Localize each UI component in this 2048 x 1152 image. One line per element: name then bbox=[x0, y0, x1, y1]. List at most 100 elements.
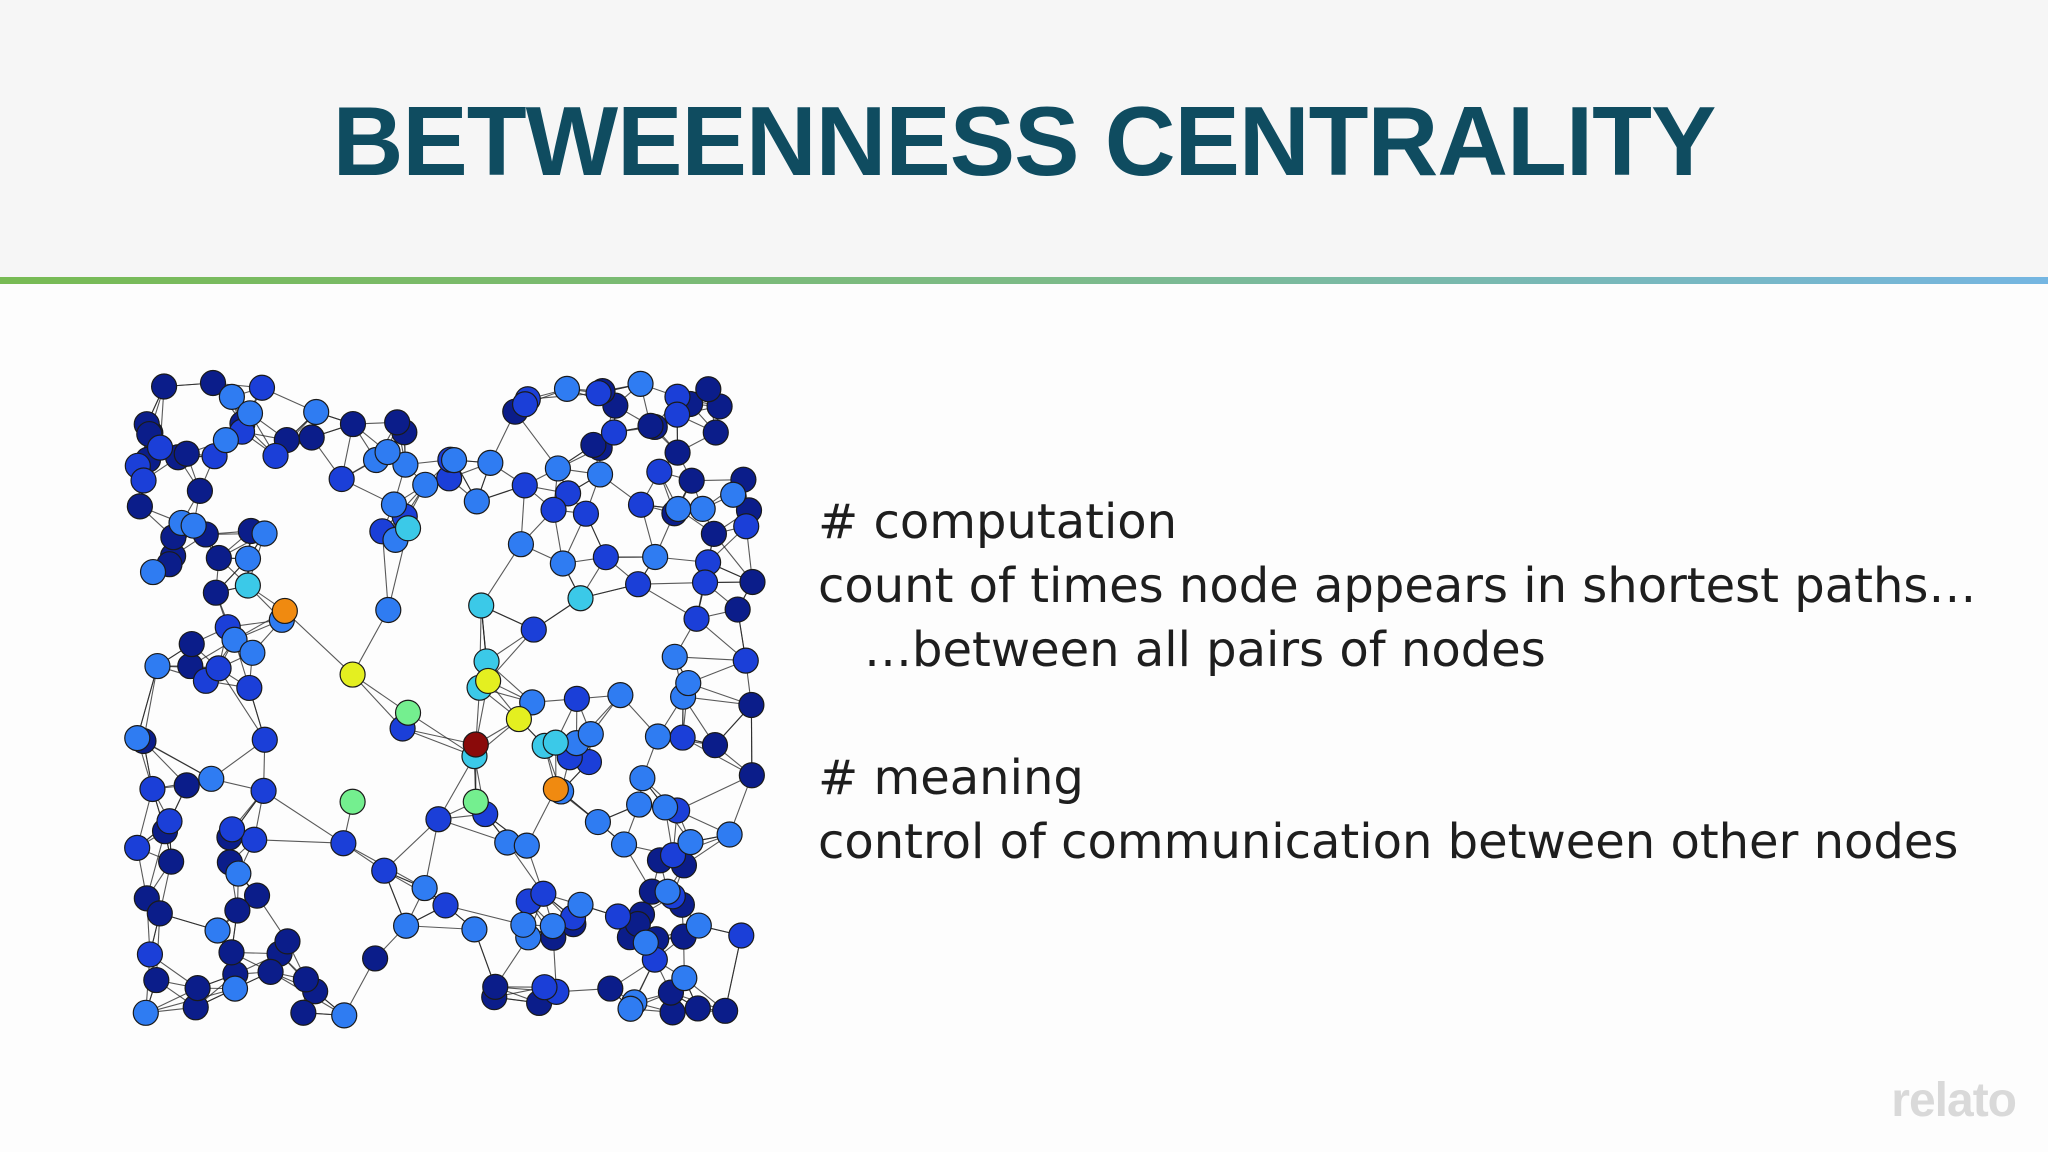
graph-node bbox=[462, 788, 489, 815]
graph-node bbox=[218, 816, 246, 843]
graph-node bbox=[202, 579, 229, 606]
graph-node bbox=[463, 488, 490, 515]
graph-node bbox=[642, 543, 669, 571]
graph-node bbox=[592, 544, 619, 571]
graph-node bbox=[627, 491, 655, 518]
graph-edge bbox=[407, 712, 475, 757]
graph-node bbox=[665, 495, 692, 523]
graph-node bbox=[173, 440, 200, 467]
graph-edge bbox=[263, 790, 344, 844]
graph-node bbox=[339, 410, 367, 438]
graph-edge bbox=[284, 610, 353, 675]
graph-node bbox=[248, 374, 276, 401]
graph-node bbox=[732, 647, 759, 674]
graph-node bbox=[728, 922, 755, 949]
graph-node bbox=[637, 412, 664, 439]
graph-node bbox=[700, 520, 728, 547]
graph-node bbox=[671, 964, 698, 992]
graph-node bbox=[683, 605, 710, 632]
graph-node bbox=[627, 370, 654, 397]
graph-node bbox=[507, 531, 535, 558]
graph-node bbox=[126, 493, 153, 520]
graph-node bbox=[384, 409, 411, 436]
graph-node bbox=[199, 369, 227, 397]
graph-edge bbox=[445, 904, 524, 926]
graph-node bbox=[477, 449, 504, 476]
graph-node bbox=[394, 699, 422, 726]
graph-node bbox=[695, 376, 722, 403]
graph-node bbox=[572, 500, 600, 527]
graph-node bbox=[617, 995, 644, 1022]
graph-node bbox=[733, 513, 760, 540]
graph-node bbox=[625, 571, 652, 598]
graph-node bbox=[549, 550, 576, 577]
graph-node bbox=[130, 467, 157, 494]
meaning-heading: # meaning bbox=[818, 750, 1084, 806]
graph-node bbox=[328, 465, 355, 493]
graph-node bbox=[374, 438, 401, 466]
graph-edge bbox=[676, 774, 753, 811]
graph-node bbox=[738, 762, 765, 789]
graph-node bbox=[604, 903, 632, 930]
graph-node bbox=[180, 512, 207, 539]
graph-node bbox=[724, 596, 751, 623]
graph-node bbox=[701, 732, 729, 759]
graph-node bbox=[542, 775, 569, 803]
graph-node bbox=[520, 616, 547, 643]
graph-node bbox=[482, 973, 509, 1000]
graph-node bbox=[586, 461, 614, 488]
graph-node bbox=[425, 806, 452, 833]
graph-node bbox=[585, 380, 612, 407]
graph-node bbox=[143, 966, 170, 994]
graph-node bbox=[567, 891, 594, 918]
graph-node bbox=[563, 685, 590, 712]
graph-node bbox=[392, 912, 420, 939]
graph-node bbox=[184, 975, 211, 1002]
graph-node bbox=[462, 731, 489, 758]
graph-node bbox=[677, 828, 704, 856]
network-graph bbox=[124, 369, 766, 1029]
graph-node bbox=[218, 939, 245, 966]
graph-node bbox=[241, 826, 268, 853]
computation-line-2: …between all pairs of nodes bbox=[864, 622, 1546, 678]
graph-node bbox=[146, 900, 173, 927]
graph-node bbox=[412, 471, 439, 498]
graph-node bbox=[661, 643, 688, 670]
graph-node bbox=[380, 491, 408, 518]
graph-node bbox=[646, 458, 673, 485]
graph-node bbox=[139, 775, 166, 803]
graph-node bbox=[234, 545, 262, 572]
graph-node bbox=[274, 928, 301, 955]
graph-node bbox=[124, 834, 151, 861]
graph-node bbox=[239, 639, 266, 666]
graph-node bbox=[659, 842, 687, 869]
graph-node bbox=[539, 912, 566, 940]
graph-node bbox=[257, 958, 284, 985]
header-divider bbox=[0, 277, 2048, 284]
graph-node bbox=[225, 860, 252, 887]
graph-node bbox=[654, 878, 681, 905]
graph-node bbox=[716, 821, 743, 848]
graph-nodes bbox=[124, 369, 766, 1029]
graph-node bbox=[303, 398, 330, 426]
slide-header bbox=[0, 0, 2048, 277]
graph-node bbox=[739, 568, 766, 596]
graph-node bbox=[221, 975, 249, 1002]
graph-node bbox=[150, 373, 178, 400]
graph-node bbox=[136, 941, 164, 968]
graph-node bbox=[178, 630, 205, 658]
graph-node bbox=[139, 558, 167, 586]
graph-node bbox=[607, 682, 634, 709]
graph-node bbox=[580, 431, 607, 459]
graph-node bbox=[629, 765, 656, 792]
graph-node bbox=[132, 999, 159, 1026]
graph-node bbox=[158, 848, 185, 875]
graph-node bbox=[205, 655, 232, 682]
graph-node bbox=[712, 997, 739, 1024]
graph-node bbox=[511, 472, 538, 499]
graph-node bbox=[212, 427, 239, 454]
graph-node bbox=[553, 375, 581, 402]
graph-node bbox=[440, 447, 468, 474]
graph-node bbox=[513, 832, 540, 859]
graph-node bbox=[626, 791, 653, 818]
